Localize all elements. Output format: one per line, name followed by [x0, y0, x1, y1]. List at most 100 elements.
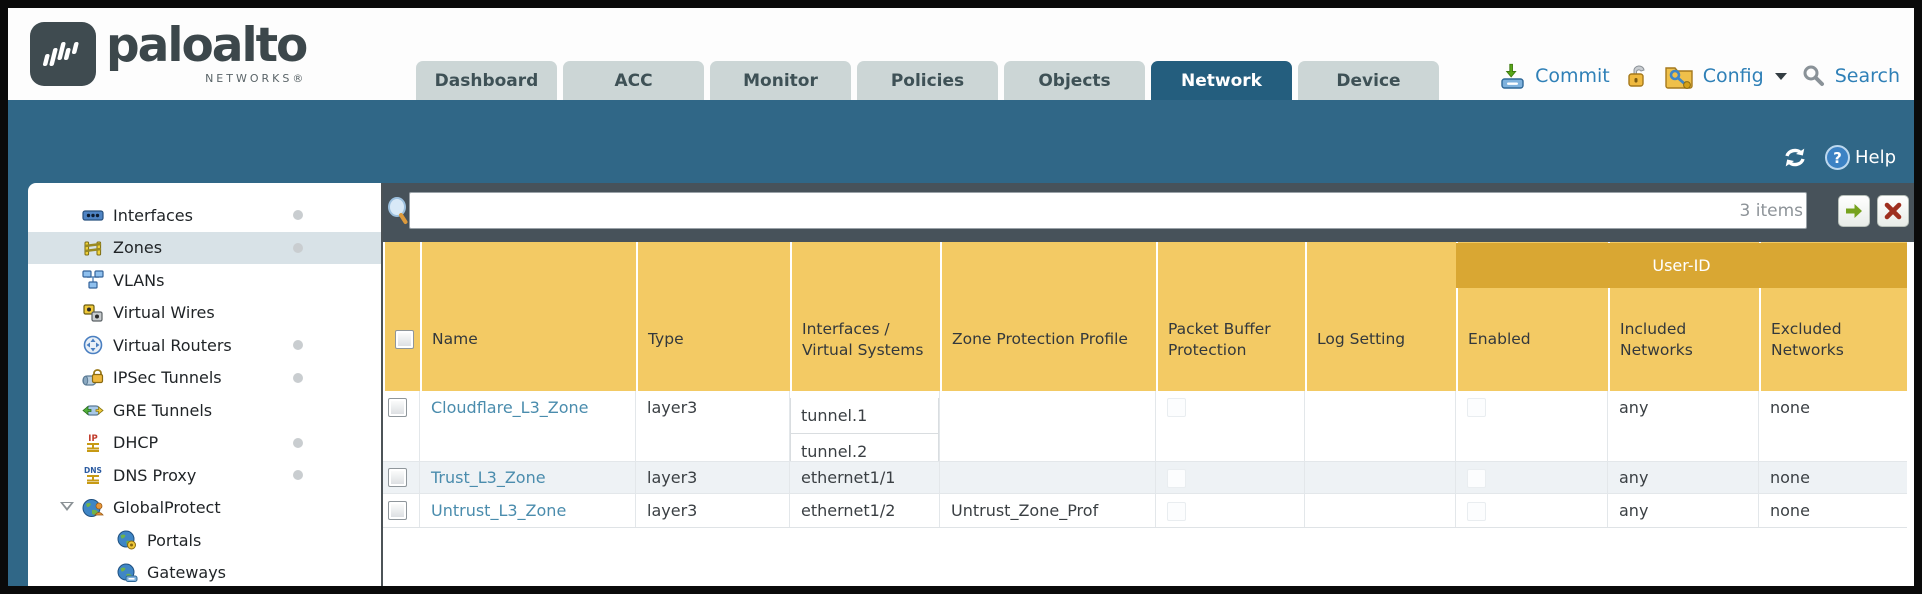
gateways-icon: [116, 562, 139, 583]
teal-band: ? Help: [8, 100, 1914, 183]
main-nav-tabs: Dashboard ACC Monitor Policies Objects N…: [416, 61, 1439, 100]
sidebar-item-dhcp[interactable]: IP DHCP: [28, 427, 381, 460]
config-caret-icon[interactable]: [1774, 72, 1787, 80]
teal-actions: ? Help: [1780, 144, 1896, 171]
column-header-zone-protection-profile[interactable]: Zone Protection Profile: [940, 242, 1156, 391]
tab-monitor[interactable]: Monitor: [710, 61, 851, 100]
sidebar-item-zones[interactable]: Zones: [28, 231, 381, 264]
paloalto-logo: paloalto NETWORKS®: [30, 18, 308, 86]
search-button[interactable]: Search: [1834, 65, 1900, 87]
column-header-name[interactable]: Name: [420, 242, 636, 391]
packet-buffer-protection-checkbox: [1167, 501, 1186, 521]
sidebar-item-label: Portals: [147, 530, 202, 550]
refresh-icon[interactable]: [1780, 144, 1810, 171]
user-id-group-header: User-ID: [1456, 243, 1907, 288]
zone-protection-profile: [940, 391, 1156, 461]
expand-triangle-icon[interactable]: [60, 501, 74, 511]
sidebar-item-gre-tunnels[interactable]: GRE Tunnels: [28, 394, 381, 427]
virtual-wires-icon: [82, 302, 105, 323]
filter-search-icon: [386, 196, 410, 230]
zone-type: layer3: [636, 462, 790, 493]
column-header-interfaces[interactable]: Interfaces / Virtual Systems: [790, 242, 940, 391]
packet-buffer-protection-checkbox: [1167, 398, 1186, 417]
zone-name-link[interactable]: Cloudflare_L3_Zone: [431, 398, 589, 417]
column-header-excluded-networks[interactable]: Excluded Networks: [1759, 242, 1907, 391]
sidebar-item-label: GlobalProtect: [113, 498, 221, 518]
column-header-enabled[interactable]: Enabled: [1456, 242, 1608, 391]
tab-acc[interactable]: ACC: [563, 61, 704, 100]
sidebar-item-label: Interfaces: [113, 205, 193, 225]
sidebar-item-gateways[interactable]: Gateways: [28, 557, 381, 587]
zone-name-link[interactable]: Untrust_L3_Zone: [431, 501, 567, 520]
sidebar-item-label: DNS Proxy: [113, 465, 197, 485]
zone-type: layer3: [636, 391, 790, 461]
filter-input[interactable]: [409, 192, 1807, 229]
clear-filter-button[interactable]: [1877, 195, 1909, 227]
brand-tagline: NETWORKS®: [205, 72, 307, 85]
tab-objects[interactable]: Objects: [1004, 61, 1145, 100]
item-dot: [293, 340, 303, 351]
select-all-checkbox[interactable]: [395, 330, 414, 349]
sidebar-item-virtual-routers[interactable]: Virtual Routers: [28, 329, 381, 362]
sidebar-item-dns-proxy[interactable]: DNS DNS Proxy: [28, 459, 381, 492]
sidebar-item-globalprotect[interactable]: GlobalProtect: [28, 492, 381, 525]
interfaces-cell: tunnel.1 tunnel.2: [790, 391, 940, 461]
help-button[interactable]: ? Help: [1824, 144, 1896, 171]
search-icon[interactable]: [1802, 64, 1826, 88]
sidebar-item-ipsec-tunnels[interactable]: IPSec Tunnels: [28, 362, 381, 395]
sidebar-item-virtual-wires[interactable]: Virtual Wires: [28, 297, 381, 330]
vlans-icon: [82, 270, 105, 291]
brand-name: paloalto: [106, 18, 308, 73]
virtual-routers-icon: [82, 335, 105, 356]
sidebar-item-label: Zones: [113, 238, 163, 258]
zone-protection-profile: [940, 462, 1156, 493]
column-header-packet-buffer-protection[interactable]: Packet Buffer Protection: [1156, 242, 1305, 391]
sidebar-item-label: Gateways: [147, 563, 227, 583]
dhcp-icon: IP: [82, 432, 105, 453]
item-dot: [293, 242, 303, 253]
lock-unlocked-icon[interactable]: [1625, 63, 1651, 90]
tab-dashboard[interactable]: Dashboard: [416, 61, 557, 100]
svg-text:DNS: DNS: [84, 466, 102, 475]
network-sidebar: Interfaces Zones VLANs Vir: [28, 183, 381, 586]
config-button[interactable]: Config: [1702, 65, 1764, 87]
user-id-enabled-checkbox: [1467, 468, 1486, 488]
excluded-networks: none: [1770, 468, 1810, 487]
zones-icon: [82, 237, 105, 258]
sidebar-item-vlans[interactable]: VLANs: [28, 264, 381, 297]
log-setting: [1305, 462, 1456, 493]
included-networks: any: [1608, 494, 1759, 527]
sidebar-item-label: Virtual Routers: [113, 335, 232, 355]
header-actions: Commit Config Search: [1499, 59, 1900, 93]
tab-policies[interactable]: Policies: [857, 61, 998, 100]
table-row[interactable]: Trust_L3_Zone layer3 ethernet1/1 any non…: [383, 462, 1907, 494]
user-id-enabled-checkbox: [1467, 501, 1486, 521]
item-dot: [293, 372, 303, 383]
zone-protection-profile: Untrust_Zone_Prof: [940, 494, 1156, 527]
row-checkbox[interactable]: [388, 468, 407, 487]
column-header-log-setting[interactable]: Log Setting: [1305, 242, 1456, 391]
commit-button[interactable]: Commit: [1535, 65, 1610, 87]
filter-bar: 3 items: [383, 183, 1914, 242]
log-setting: [1305, 391, 1456, 461]
tab-device[interactable]: Device: [1298, 61, 1439, 100]
config-icon[interactable]: [1664, 62, 1694, 90]
item-dot: [293, 470, 303, 481]
row-checkbox[interactable]: [388, 501, 407, 520]
table-row[interactable]: Cloudflare_L3_Zone layer3 tunnel.1 tunne…: [383, 391, 1907, 462]
row-checkbox[interactable]: [388, 398, 407, 417]
wave-bars: [42, 42, 79, 66]
zone-name-link[interactable]: Trust_L3_Zone: [431, 468, 546, 487]
commit-icon[interactable]: [1499, 63, 1526, 90]
sidebar-divider: [381, 183, 383, 586]
svg-text:?: ?: [1833, 149, 1842, 167]
globalprotect-icon: [82, 497, 105, 518]
sidebar-item-portals[interactable]: Portals: [28, 524, 381, 557]
apply-filter-button[interactable]: [1838, 195, 1870, 227]
column-header-type[interactable]: Type: [636, 242, 790, 391]
sidebar-item-interfaces[interactable]: Interfaces: [28, 199, 381, 232]
column-header-included-networks[interactable]: Included Networks: [1608, 242, 1759, 391]
tab-network[interactable]: Network: [1151, 61, 1292, 100]
excluded-networks: none: [1770, 398, 1810, 417]
table-row[interactable]: Untrust_L3_Zone layer3 ethernet1/2 Untru…: [383, 494, 1907, 528]
